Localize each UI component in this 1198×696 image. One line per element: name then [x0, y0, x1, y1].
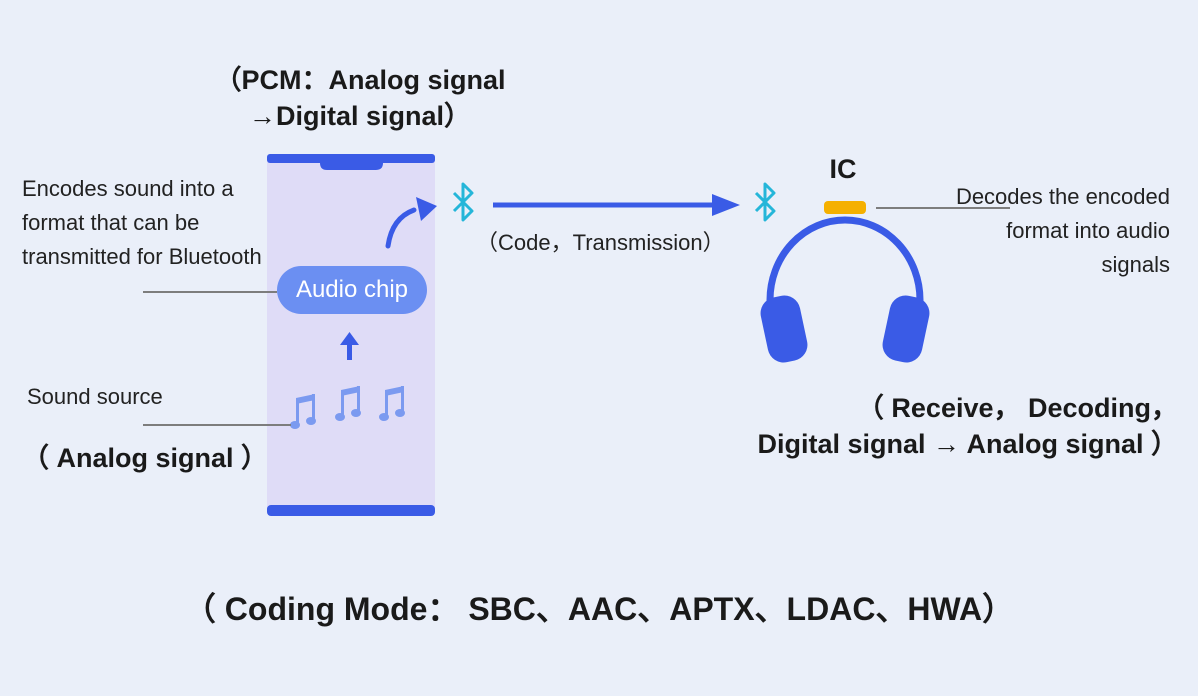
receive-line-1: （ Receive， Decoding，	[856, 393, 1178, 423]
transmission-label: （Code，Transmission）	[476, 230, 725, 255]
music-note-icon	[290, 386, 405, 429]
pcm-line-2: →Digital signal）	[248, 101, 472, 131]
ic-label: IC	[829, 154, 857, 184]
pcm-line-1: （PCM：Analog signal	[214, 65, 506, 95]
ic-chip	[824, 201, 866, 214]
bluetooth-icon	[452, 182, 474, 222]
decode-note: Decodes the encoded format into audio si…	[955, 184, 1170, 277]
up-arrow-icon	[340, 332, 359, 360]
audio-chip-badge: Audio chip	[277, 266, 427, 314]
sound-source-label: Sound source	[27, 384, 163, 409]
headphones-icon	[760, 216, 930, 363]
analog-signal-label: （ Analog signal ）	[22, 443, 269, 473]
phone-bottom-bar	[267, 505, 435, 516]
bluetooth-icon	[754, 182, 776, 222]
receive-label: （ Receive， Decoding， Digital signal → An…	[700, 390, 1178, 462]
encode-note: Encodes sound into a format that can be …	[22, 176, 262, 269]
receive-line-2: Digital signal → Analog signal ）	[757, 429, 1178, 459]
curved-arrow-head	[416, 197, 437, 221]
phone-notch	[320, 156, 383, 170]
coding-mode-label: （ Coding Mode： SBC、AAC、APTX、LDAC、HWA）	[183, 591, 1015, 627]
pcm-label: （PCM：Analog signal →Digital signal）	[190, 62, 530, 134]
curved-arrow	[385, 207, 417, 249]
transmission-arrow-head	[712, 194, 740, 216]
